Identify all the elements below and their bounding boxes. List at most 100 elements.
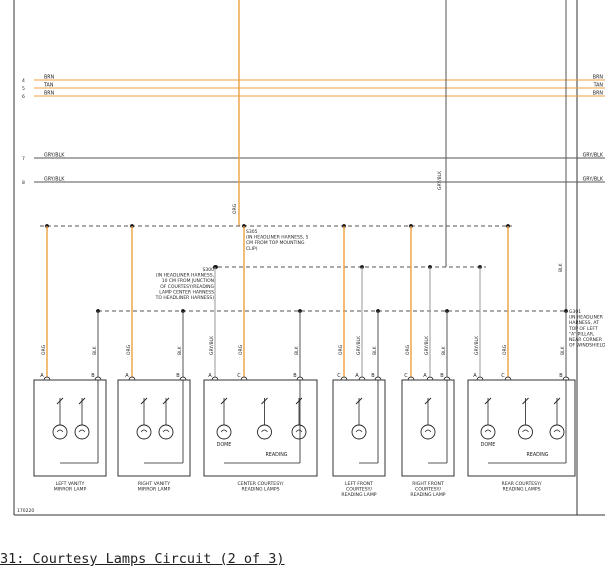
connector-pin-symbol (240, 376, 248, 381)
bulb-filament (56, 429, 64, 433)
wire-color-right: BRN (593, 91, 604, 97)
wire-number: 6 (22, 94, 25, 100)
lamp-box (203, 379, 318, 477)
lamp-function-label: READING (265, 452, 287, 458)
pin-wire-color: ORG (126, 344, 132, 355)
wire-color-right: BRN (593, 75, 604, 81)
bulb-filament (522, 429, 529, 433)
ground-label-g301: "A" PILLAR, (569, 331, 594, 337)
splice-label-s305: CM FROM TOP MOUNTING (246, 240, 305, 246)
bulb-symbol (158, 424, 174, 440)
bulb-symbol (257, 424, 272, 440)
lamp-name: READING LAMPS (241, 487, 279, 493)
connector-pin-symbol (358, 376, 366, 381)
switch-contact (355, 397, 363, 405)
switch-contact (484, 397, 492, 405)
ground-label-g301: TOP OF LEFT (568, 326, 598, 332)
ground-label-g301: G301 (569, 309, 581, 315)
switch-contact (522, 397, 529, 405)
bulb-filament (220, 429, 228, 433)
vertical-wire-label: BLK (558, 262, 564, 272)
lamp-function-label: READING (526, 452, 548, 458)
wire-color-left: BRN (44, 91, 55, 97)
connector-pin-letter: A (423, 373, 427, 379)
lamp-name: CENTER COURTESY/ (238, 481, 284, 487)
bulb-filament (140, 429, 148, 433)
connector-pin-symbol (426, 376, 434, 381)
wire-color-left: GRY/BLK (44, 153, 65, 159)
connector-pin-symbol (443, 376, 451, 381)
pin-wire-color: ORG (41, 344, 47, 355)
splice-label-s300: LAMP CENTER HARNESS (159, 289, 214, 295)
connector-pin-symbol (43, 376, 51, 381)
lamp-name: READING LAMP (341, 492, 376, 498)
connector-pin-symbol (562, 376, 570, 381)
diagram-frame (13, 0, 605, 516)
connector-pin-letter: A (125, 373, 129, 379)
figure-id: 170220 (17, 508, 34, 514)
splice-label-s300: OF COURTESY/READING (160, 284, 214, 290)
wire-number: 5 (22, 86, 25, 92)
splice-label-s300: TO HEADLINER HARNESS) (155, 295, 215, 301)
pin-wire-color: ORG (502, 344, 508, 355)
connector-pin-letter: A (355, 373, 359, 379)
connector-pin-symbol (476, 376, 484, 381)
ground-label-g301: (IN HEADLINER (569, 315, 603, 321)
wire-color-left: GRY/BLK (44, 177, 65, 183)
connector-pin-letter: C (501, 373, 505, 379)
wire-number: 7 (22, 156, 25, 162)
bulb-symbol (518, 424, 533, 440)
bulb-filament (424, 429, 432, 433)
splice-label-s305: CLIP) (246, 246, 258, 252)
vertical-wire-label: ORG (232, 203, 238, 214)
switch-contact (140, 397, 148, 405)
splice-label-s300: S300 (203, 267, 215, 273)
connector-pin-symbol (179, 376, 187, 381)
bulb-filament (261, 429, 268, 433)
bulb-filament (162, 429, 170, 433)
lamp-box (401, 379, 455, 477)
lamp-box (33, 379, 107, 477)
connector-pin-letter: B (293, 373, 297, 379)
lamp-feed-wires (43, 226, 570, 381)
pin-wire-color: GRY/BLK (209, 335, 215, 355)
bulb-filament (78, 429, 86, 433)
pin-wire-color: ORG (405, 344, 411, 355)
bulb-symbol (351, 424, 367, 440)
lamp-name: RIGHT VANITY (138, 481, 170, 487)
lamp-components (33, 379, 576, 477)
figure-caption: 31: Courtesy Lamps Circuit (2 of 3) (0, 551, 285, 567)
lamp-name: MIRROR LAMP (54, 487, 87, 493)
connector-pin-letter: B (440, 373, 444, 379)
connector-pin-letter: A (208, 373, 212, 379)
lamp-box (332, 379, 386, 477)
connector-pin-letter: C (337, 373, 341, 379)
pin-wire-color: BLK (372, 345, 378, 355)
switch-contact (162, 397, 170, 405)
connector-pin-symbol (504, 376, 512, 381)
connector-pin-symbol (374, 376, 382, 381)
lamp-name: LEFT FRONT (345, 481, 373, 487)
ground-label-g301: OF WINDSHIELD) (569, 343, 605, 349)
bulb-symbol (291, 424, 307, 440)
ground-label-g301: HARNESS, AT (569, 320, 599, 326)
bulb-symbol (480, 424, 496, 440)
lamp-box (467, 379, 576, 477)
connector-pin-letter: C (237, 373, 241, 379)
pin-wire-color: BLK (441, 345, 447, 355)
harness-wires (34, 0, 605, 313)
bulb-symbol (52, 424, 68, 440)
switch-contact (295, 397, 303, 405)
pin-wire-color: BLK (177, 345, 183, 355)
connector-pin-letter: B (176, 373, 180, 379)
switch-contact (424, 397, 432, 405)
lamp-name: RIGHT FRONT (412, 481, 444, 487)
bulb-filament (484, 429, 492, 433)
bulb-symbol (136, 424, 152, 440)
pin-wire-color: GRY/BLK (474, 335, 480, 355)
lamp-name: COURTESY/ (346, 487, 372, 493)
connector-pin-letter: A (40, 373, 44, 379)
connector-pin-symbol (94, 376, 102, 381)
